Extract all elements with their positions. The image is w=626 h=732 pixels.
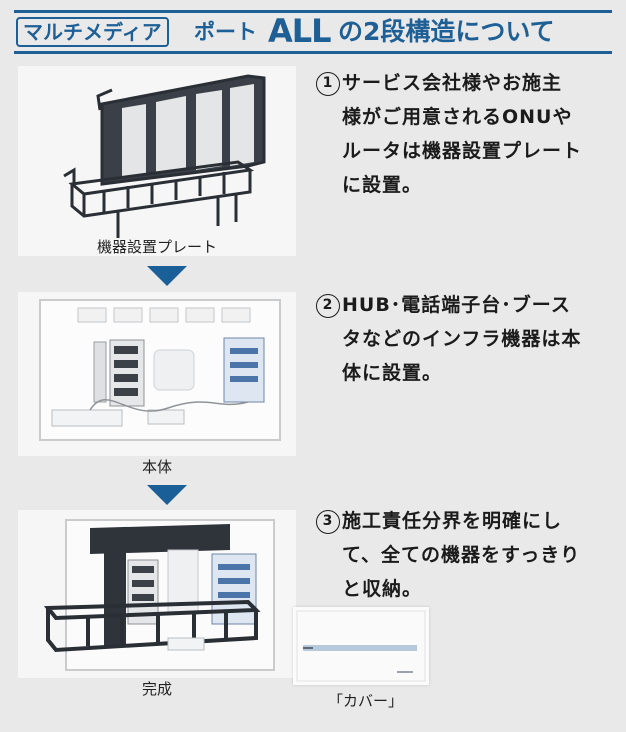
title-boxed-label: マルチメディア [16,17,169,47]
completed-illustration [43,519,275,671]
section-2-line-3: 体に設置。 [342,362,443,384]
header-bottom-rule [14,51,612,54]
step-number-1: 1 [316,72,340,96]
section-1-line-2: 様がご用意されるONUや [342,106,573,128]
title-port: ポート [194,20,257,44]
section-1-line-4: に設置。 [342,174,423,196]
section-2-line-2: タなどのインフラ機器は本 [342,328,582,350]
main-body-illustration [39,299,281,441]
section-2-line-1-text: HUB･電話端子台･ブース [342,294,571,316]
title-all: ALL [268,12,332,50]
section-3-line-2: て、全ての機器をすっきり [342,544,581,566]
caption-mounting-plate: 機器設置プレート [96,238,217,256]
caption-completed: 完成 [141,680,172,698]
step-number-2: 2 [316,294,340,318]
section-3-line-1-text: 施工責任分界を明確にし [342,510,563,532]
down-arrow-2 [147,485,187,505]
completed-photo [18,510,296,678]
step-number-3: 3 [316,510,340,534]
cover-illustration [296,610,426,682]
caption-main-body: 本体 [141,458,172,476]
title-rest: の2段構造について [338,17,555,46]
header: マルチメディア ポート ALL の2段構造について [0,0,626,62]
mounting-plate-illustration [63,74,266,238]
mounting-plate-photo [18,66,296,256]
down-arrow-1 [147,266,187,286]
main-body-photo [18,292,296,456]
section-3-line-3: と収納。 [342,578,423,600]
header-top-rule [14,10,612,13]
section-1-line-3: ルータは機器設置プレート [342,140,583,162]
cover-label: 「カバー」 [328,692,404,710]
cover-photo [293,607,429,685]
section-1-line-1-text: サービス会社様やお施主 [342,72,563,94]
